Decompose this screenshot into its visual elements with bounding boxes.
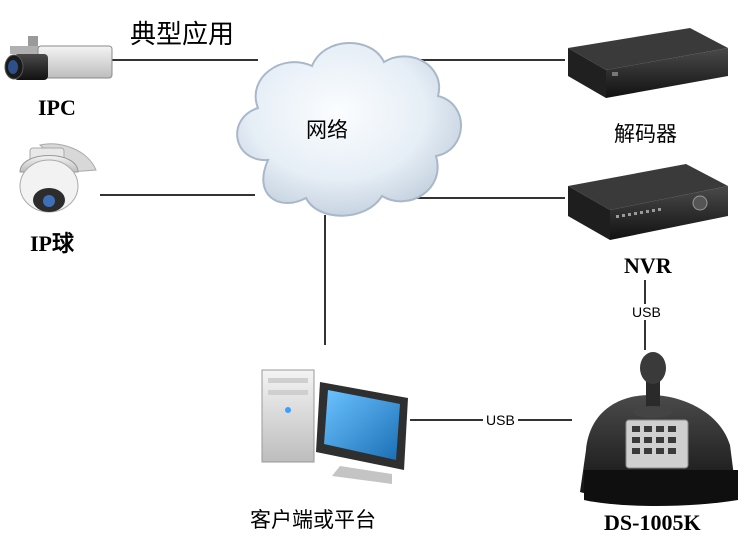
network-cloud-icon [236,42,462,217]
network-cloud-label: 网络 [306,118,348,142]
ip-dome-label: IP球 [30,231,75,256]
client-computer-icon [261,369,408,484]
nvr-label: NVR [624,253,672,278]
ipc-label: IPC [38,95,76,120]
ptz-keyboard-icon [580,352,738,506]
ip-dome-camera-icon [19,143,97,213]
decoder-label: 解码器 [614,122,677,146]
usb-link-label-nvr: USB [629,304,664,320]
nvr-icon [568,164,728,240]
client-label: 客户端或平台 [250,508,376,532]
ipc-camera-icon [4,36,113,80]
decoder-icon [568,28,728,98]
keyboard-label: DS-1005K [604,510,701,535]
usb-link-label-client: USB [483,412,518,428]
page-title: 典型应用 [130,20,235,50]
